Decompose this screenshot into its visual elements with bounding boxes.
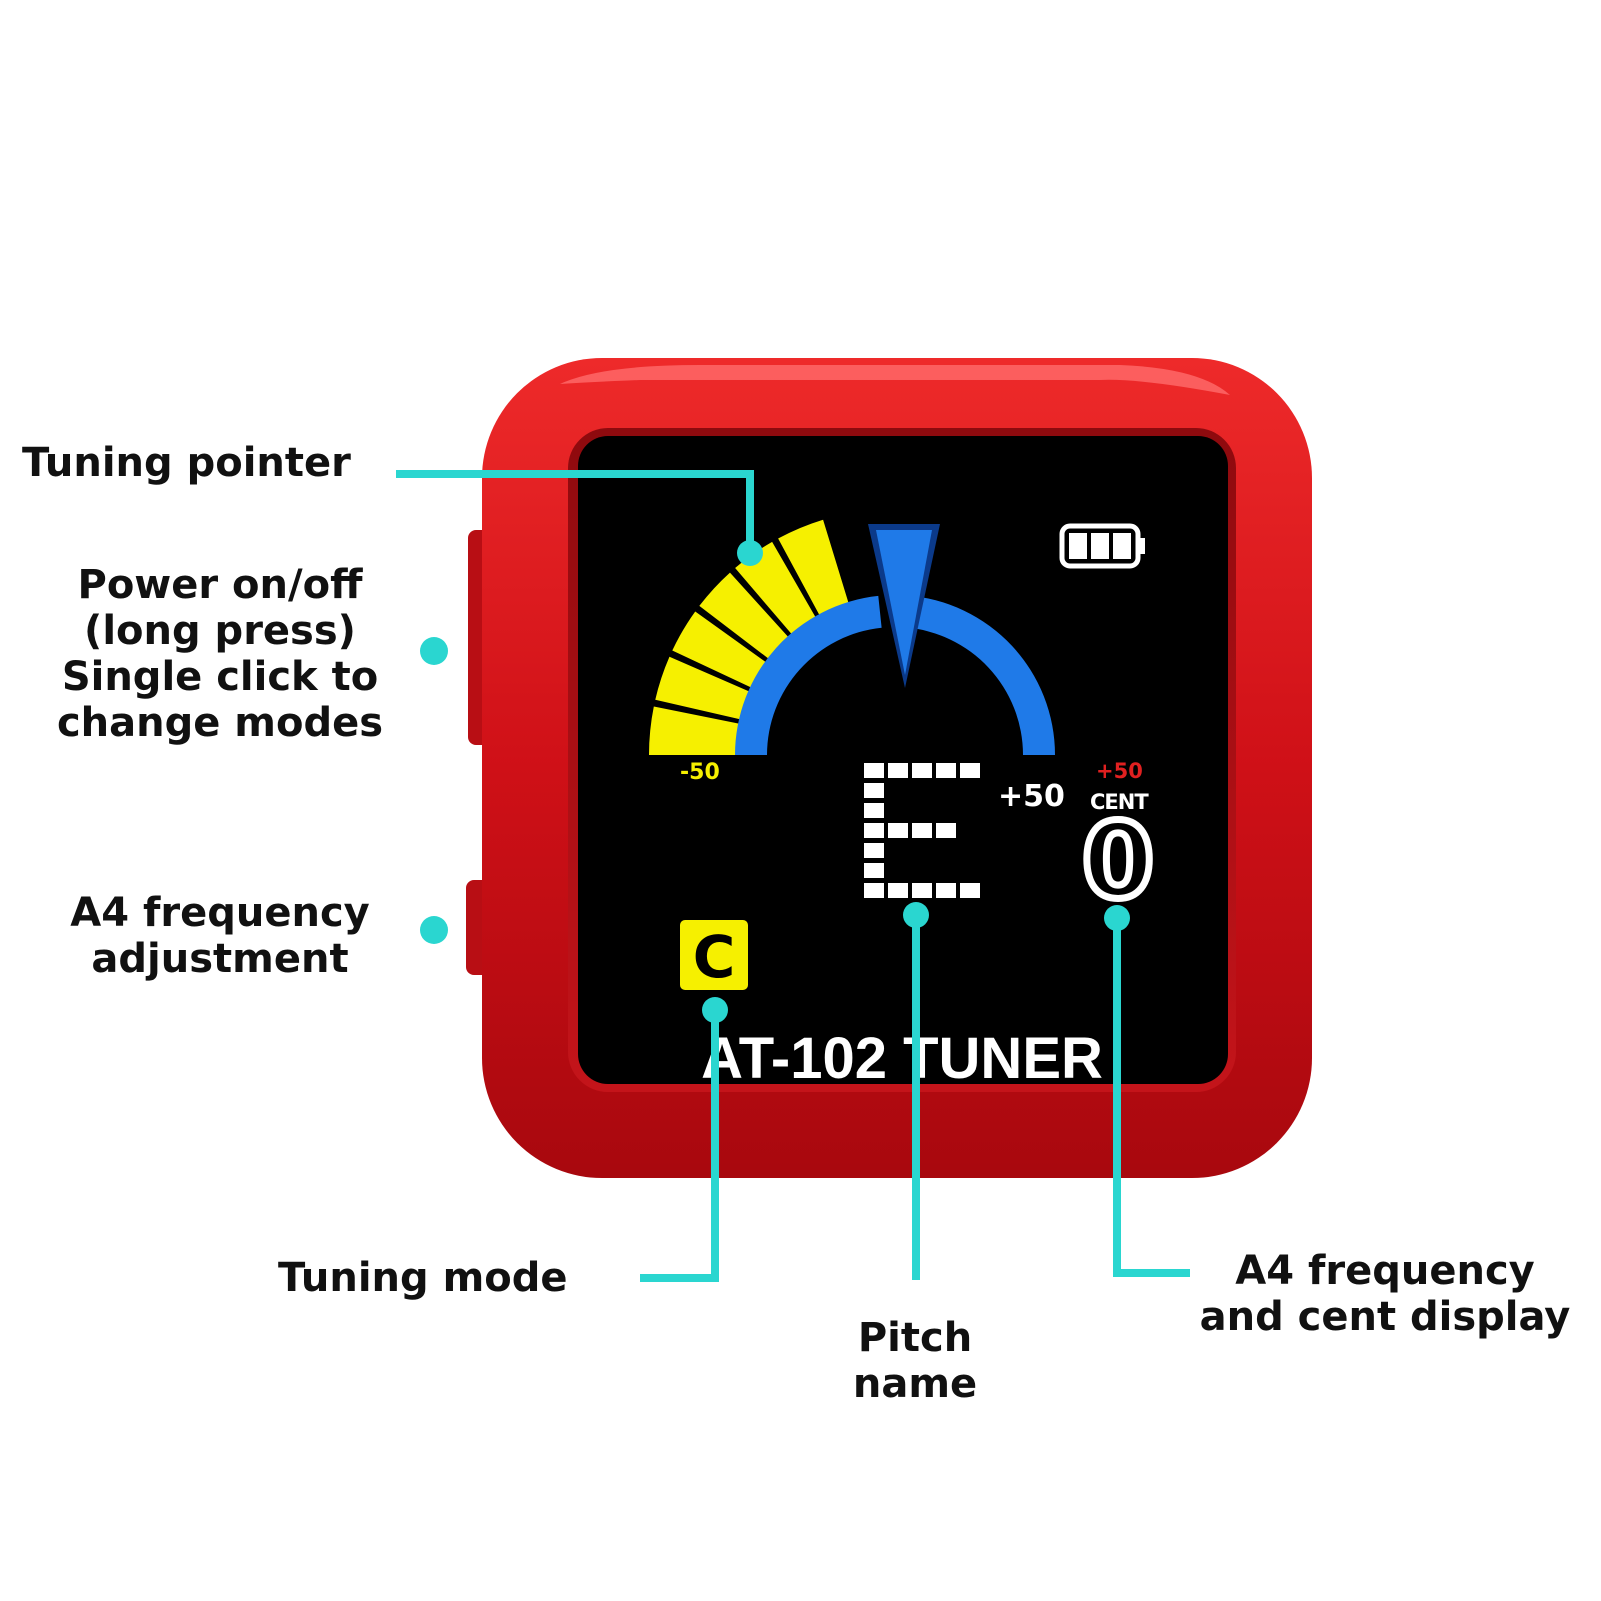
flat-zone-segment	[699, 572, 790, 660]
cent-unit-label: CENT	[1090, 790, 1149, 814]
pitch-matrix-cell	[912, 763, 932, 778]
flat-zone-segment	[655, 656, 751, 720]
pitch-matrix-cell	[864, 863, 884, 878]
flat-zone-segments	[649, 519, 849, 755]
pitch-matrix-cell	[864, 803, 884, 818]
battery-icon	[1059, 523, 1145, 569]
pitch-matrix-cell	[888, 763, 908, 778]
leader-a4-cent	[1113, 918, 1190, 1277]
pitch-matrix-cell	[864, 823, 884, 838]
callout-power-button: Power on/off (long press) Single click t…	[40, 562, 400, 746]
device-model-name: AT-102 TUNER	[701, 1026, 1103, 1091]
pitch-matrix-cell	[864, 763, 884, 778]
in-tune-arc	[735, 595, 1055, 755]
dot-a4-adjust	[420, 916, 448, 944]
dot-a4-cent	[1104, 905, 1130, 931]
pitch-matrix-cell	[864, 883, 884, 898]
leader-tuning-pointer	[396, 470, 754, 553]
callout-tuning-mode: Tuning mode	[278, 1255, 568, 1301]
callout-a4-cent-display: A4 frequency and cent display	[1180, 1248, 1590, 1340]
callout-power-line-2: (long press)	[84, 608, 356, 654]
flat-zone-segment	[649, 706, 741, 755]
callout-a4-adjust-line-1: A4 frequency	[70, 890, 370, 936]
pitch-matrix-cell	[888, 823, 908, 838]
callout-leaders	[396, 470, 1190, 1282]
pitch-matrix-cell	[960, 883, 980, 898]
callout-tuning-pointer: Tuning pointer	[22, 440, 351, 486]
pitch-matrix-cell	[864, 783, 884, 798]
in-tune-arc-band	[735, 595, 1055, 755]
callout-power-line-4: change modes	[56, 700, 384, 746]
dot-power-button	[420, 637, 448, 665]
scale-max-label: +50	[998, 779, 1065, 814]
pitch-matrix-cell	[936, 823, 956, 838]
body-highlight	[560, 365, 1230, 395]
dot-tuning-pointer	[737, 540, 763, 566]
flat-zone-segment	[778, 519, 849, 616]
mode-value: C	[693, 923, 736, 991]
pitch-matrix-cell	[912, 823, 932, 838]
callout-tuning-mode-line: Tuning mode	[278, 1255, 568, 1301]
callout-tuning-pointer-line: Tuning pointer	[22, 440, 351, 486]
scale-min-label: -50	[680, 760, 720, 785]
flat-zone-segment	[735, 541, 817, 635]
pitch-matrix-cell	[864, 843, 884, 858]
pitch-matrix-cell	[936, 883, 956, 898]
dot-tuning-mode	[702, 997, 728, 1023]
pitch-matrix-cell	[888, 883, 908, 898]
dot-pitch-name	[903, 902, 929, 928]
tuning-pointer-needle	[876, 530, 932, 675]
pitch-matrix-cell	[960, 763, 980, 778]
pitch-name-display	[864, 763, 980, 898]
flat-zone-segment	[672, 611, 767, 688]
cent-value-display: 0	[1078, 797, 1157, 926]
callout-dots	[420, 540, 1130, 1023]
callout-pitch-name: Pitch name	[830, 1315, 1000, 1407]
callout-a4-cent-line-2: and cent display	[1199, 1294, 1571, 1340]
callout-pitch-name-line-1: Pitch	[857, 1315, 973, 1361]
callout-a4-adjust: A4 frequency adjustment	[50, 890, 390, 982]
pitch-matrix-cell	[912, 883, 932, 898]
callout-a4-adjust-line-2: adjustment	[91, 936, 349, 982]
mode-badge-box	[680, 920, 748, 990]
cent-offset-label: +50	[1096, 759, 1143, 783]
callout-a4-cent-line-1: A4 frequency	[1235, 1248, 1535, 1294]
leader-tuning-mode	[640, 1010, 719, 1282]
callout-pitch-name-line-2: name	[852, 1361, 978, 1407]
tuning-pointer	[868, 524, 940, 688]
tuning-mode-badge: C	[680, 920, 748, 991]
callout-power-line-1: Power on/off	[77, 562, 363, 608]
cent-value: 0	[1082, 800, 1154, 922]
callout-power-line-3: Single click to	[61, 654, 379, 700]
pitch-matrix-cell	[936, 763, 956, 778]
